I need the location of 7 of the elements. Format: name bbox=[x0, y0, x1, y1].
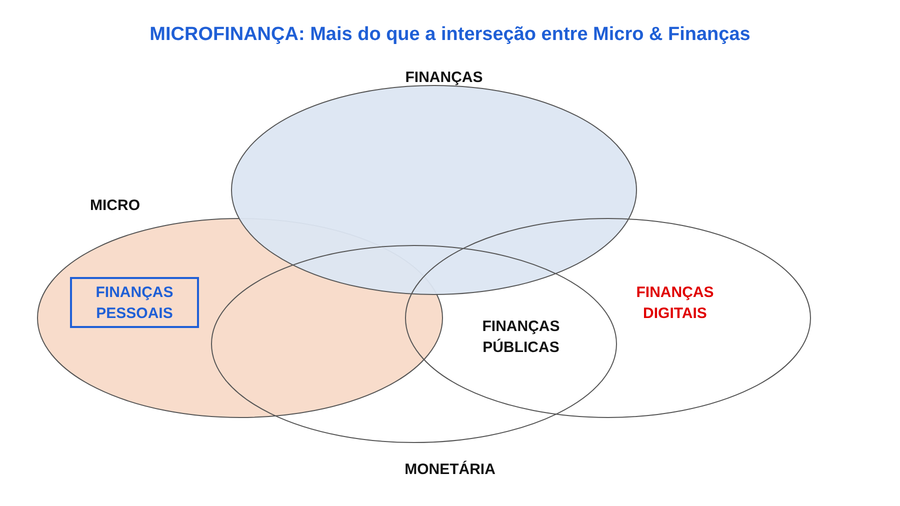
set-label: MONETÁRIA bbox=[404, 460, 496, 480]
set-label: FINANÇAS bbox=[404, 68, 484, 88]
set-label: MICRO bbox=[89, 196, 141, 216]
category-box: FINANÇAS PESSOAIS bbox=[70, 277, 199, 328]
set-label: FINANÇAS DIGITAIS bbox=[635, 283, 715, 324]
title: MICROFINANÇA: Mais do que a interseção entre Micro & Finanças bbox=[148, 24, 752, 45]
intersection-label: FINANÇAS PÚBLICAS bbox=[481, 317, 561, 358]
